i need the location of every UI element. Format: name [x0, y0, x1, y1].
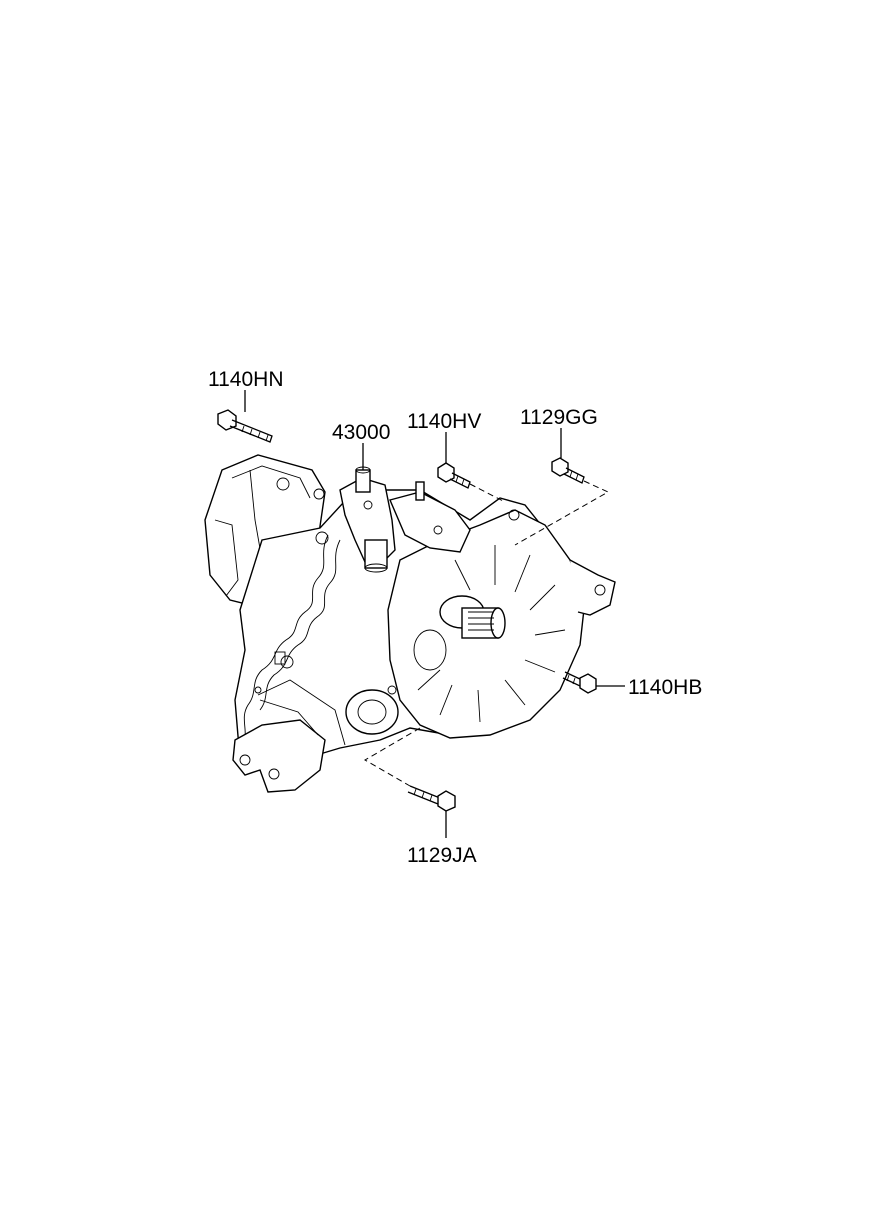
- transmission-assembly-illustration: [204, 454, 616, 793]
- part-label-1129JA: 1129JA: [407, 844, 477, 867]
- part-label-1140HN: 1140HN: [208, 368, 284, 391]
- part-label-1129GG: 1129GG: [520, 406, 598, 429]
- part-label-1140HV: 1140HV: [407, 410, 481, 433]
- leader-lines: [244, 390, 625, 838]
- bolt-1129GG-icon: [551, 457, 585, 484]
- part-label-43000: 43000: [332, 421, 390, 444]
- phantom-lines: [364, 480, 610, 787]
- bolt-1129JA-icon: [407, 785, 456, 812]
- bolt-1140HN-icon: [217, 409, 273, 443]
- bolt-1140HV-icon: [437, 462, 471, 489]
- part-label-1140HB: 1140HB: [628, 676, 702, 699]
- bolt-1140HB-icon: [562, 671, 597, 694]
